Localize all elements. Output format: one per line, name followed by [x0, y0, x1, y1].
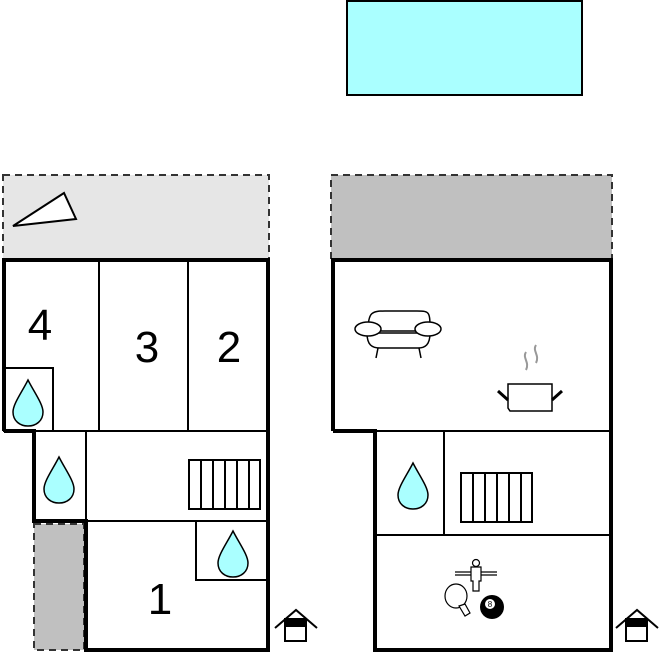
room-label-4: 4	[28, 301, 52, 350]
stairs-icon	[460, 472, 533, 523]
entrance-icon	[274, 609, 318, 642]
water-drop-icon	[397, 462, 429, 510]
games-icon	[444, 558, 497, 617]
right-floor-plan: 8	[330, 174, 659, 652]
terrace-strip	[33, 523, 85, 651]
water-drop-icon	[43, 456, 75, 504]
sofa-icon	[354, 310, 442, 359]
water-drop-icon	[12, 379, 44, 427]
billiard-ball-icon: 8	[480, 595, 504, 619]
stairs-icon	[188, 459, 261, 510]
water-drop-icon	[217, 530, 249, 578]
pool	[346, 0, 583, 96]
entrance-icon	[615, 609, 659, 642]
room-label-2: 2	[217, 323, 241, 372]
terrace	[330, 174, 613, 261]
compass-icon	[12, 191, 78, 227]
billiard-number: 8	[488, 600, 493, 609]
room-label-3: 3	[135, 323, 159, 372]
left-floor-plan: 4 3 2 1	[2, 174, 318, 652]
cooking-pot-icon	[496, 344, 564, 412]
room-label-1: 1	[148, 575, 172, 624]
